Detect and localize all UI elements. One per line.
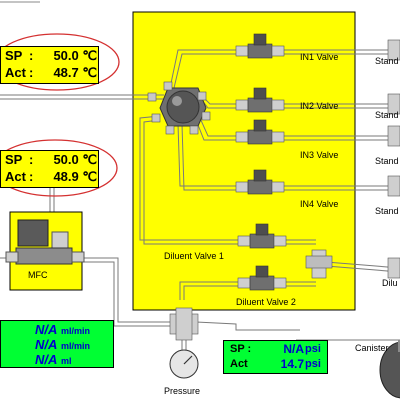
sp-value: 50.0 ℃	[53, 48, 97, 63]
temperature-display-2: SP : 50.0 ℃ Act : 48.9 ℃	[0, 150, 99, 188]
flow-readout: N/A ml/min N/A ml/min N/A ml	[0, 320, 114, 368]
sp-label: SP	[5, 152, 23, 167]
pressure-sp-value: N/A	[283, 342, 304, 356]
flow-row-1: N/A ml/min	[35, 322, 91, 337]
outlet-label-1: Stand	[375, 56, 399, 66]
flow-row-3: N/A ml	[35, 352, 72, 367]
pressure-gauge	[169, 349, 199, 379]
pressure-readout: SP : N/A psi Act 14.7 psi	[223, 340, 328, 374]
act-label: Act	[5, 65, 26, 80]
alarm-ring-1	[0, 33, 120, 91]
pressure-label: Pressure	[164, 386, 201, 396]
rotary-selector-valve	[147, 81, 211, 135]
outlet-label-5: Dilu	[382, 278, 398, 288]
pressure-sp-label: SP :	[230, 343, 252, 355]
canister	[379, 340, 400, 399]
valve-diluent1-label: Diluent Valve 1	[164, 251, 224, 261]
cross-fitting	[169, 307, 199, 341]
valve-diluent2-label: Diluent Valve 2	[236, 297, 296, 307]
alarm-ring-2	[0, 139, 118, 197]
pressure-act-label: Act	[230, 358, 248, 370]
outlet-label-2: Stand	[375, 110, 399, 120]
act-label: Act	[5, 169, 26, 184]
temperature-display-1: SP : 50.0 ℃ Act : 48.7 ℃	[0, 46, 99, 84]
sp-value: 50.0 ℃	[53, 152, 97, 167]
diluent-tee	[305, 249, 333, 279]
outlet-label-3: Stand	[375, 156, 399, 166]
sp-label: SP	[5, 48, 23, 63]
pressure-act-value: 14.7	[280, 357, 304, 371]
mfc-unit	[5, 211, 85, 291]
act-value: 48.9 ℃	[53, 169, 97, 184]
act-value: 48.7 ℃	[53, 65, 97, 80]
flow-row-2: N/A ml/min	[35, 337, 91, 352]
canister-label: Canister	[355, 343, 389, 353]
outlet-label-4: Stand	[375, 206, 399, 216]
mfc-label: MFC	[28, 270, 48, 280]
valve-in1-label: IN1 Valve	[300, 52, 339, 62]
valve-in2-label: IN2 Valve	[300, 101, 339, 111]
valve-in4-label: IN4 Valve	[300, 199, 339, 209]
valve-in3-label: IN3 Valve	[300, 150, 339, 160]
